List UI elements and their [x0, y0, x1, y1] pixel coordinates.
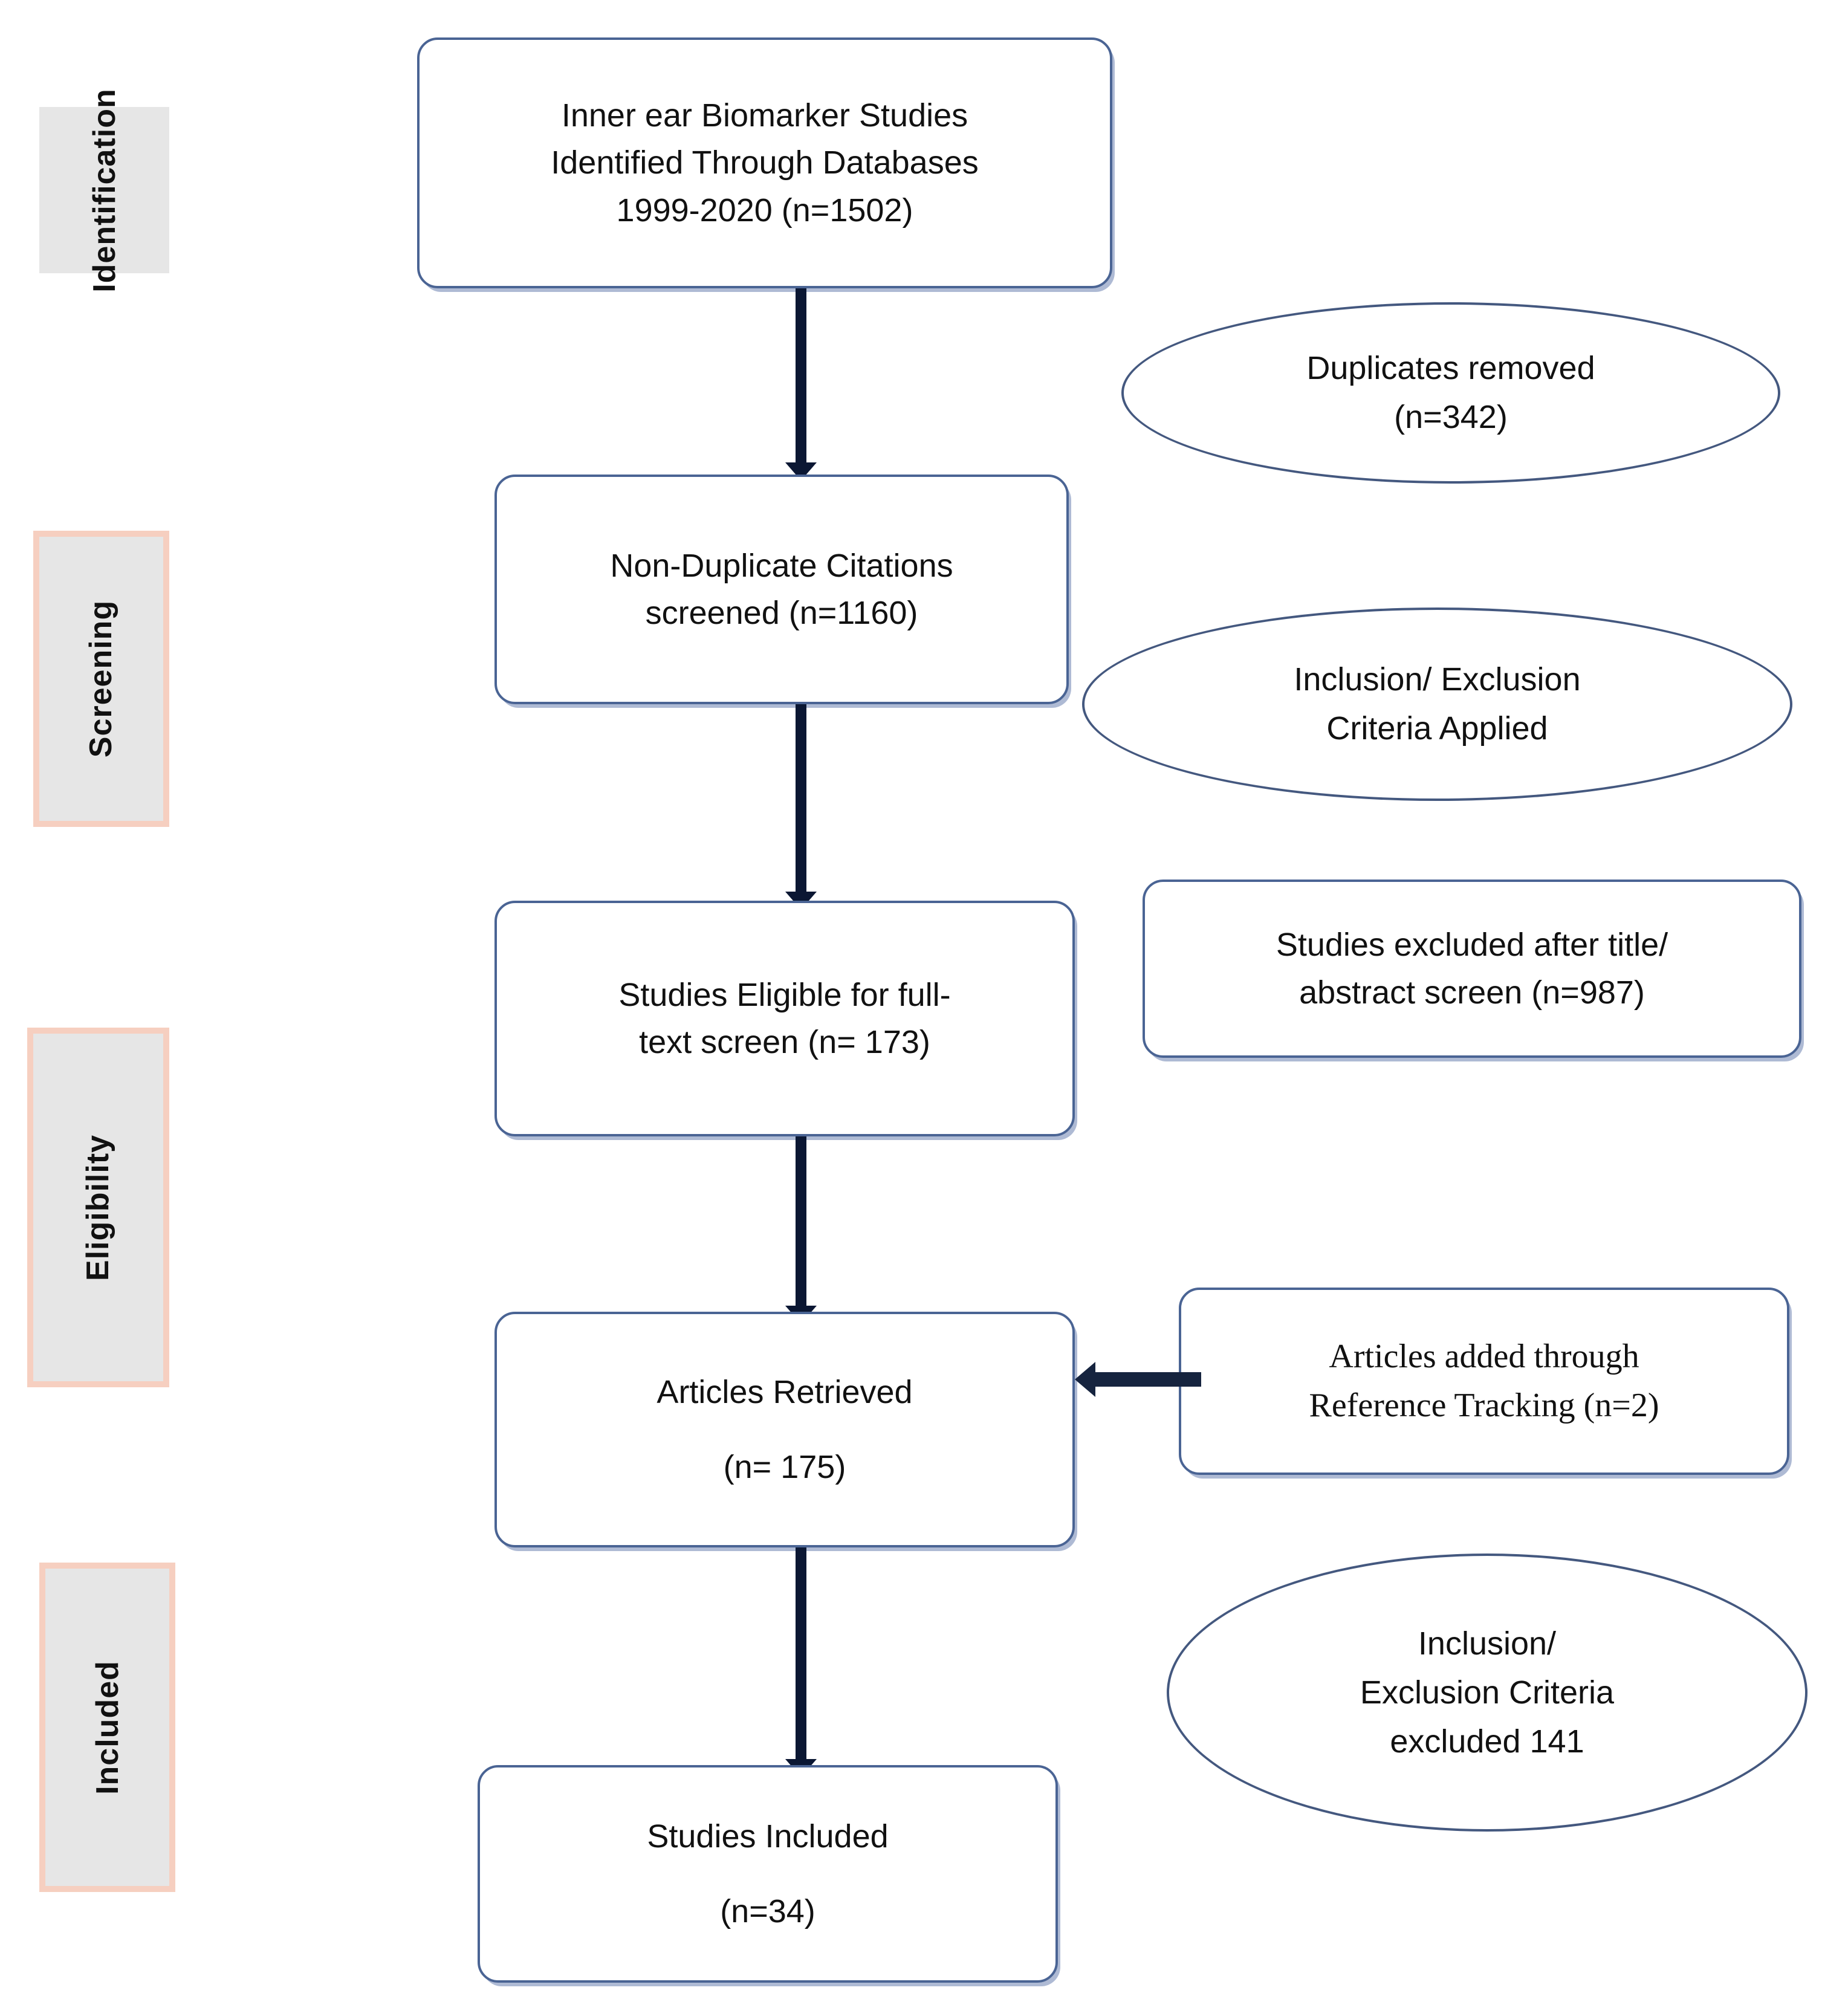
- node-studies-excluded-title-abstract: Studies excluded after title/ abstract s…: [1143, 880, 1801, 1058]
- node-articles-reference-tracking-line-1: Articles added through: [1329, 1337, 1639, 1375]
- ellipse-duplicates-removed: Duplicates removed (n=342): [1121, 302, 1780, 484]
- stage-included: Included: [39, 1563, 175, 1892]
- node-articles-retrieved-line-1: Articles Retrieved: [657, 1373, 913, 1410]
- stage-included-label: Included: [89, 1660, 125, 1795]
- node-studies-included-line-1: Studies Included: [647, 1818, 889, 1855]
- ellipse-criteria-applied-line-2: Criteria Applied: [1326, 710, 1548, 747]
- node-articles-retrieved-line-2: (n= 175): [723, 1449, 846, 1485]
- arrow-head: [1075, 1362, 1095, 1397]
- node-non-duplicate-citations: Non-Duplicate Citations screened (n=1160…: [494, 475, 1069, 704]
- stage-identification-label: Identification: [86, 88, 122, 293]
- node-non-duplicate-citations-line-1: Non-Duplicate Citations: [610, 547, 953, 584]
- node-studies-excluded-title-abstract-line-1: Studies excluded after title/: [1276, 927, 1668, 964]
- node-studies-included: Studies Included (n=34): [478, 1765, 1058, 1983]
- arrow-shaft: [796, 1136, 806, 1312]
- ellipse-duplicates-removed-line-1: Duplicates removed: [1306, 350, 1595, 386]
- node-studies-eligible-fulltext-line-1: Studies Eligible for full-: [618, 976, 951, 1013]
- node-studies-eligible-fulltext-line-2: text screen (n= 173): [639, 1024, 930, 1060]
- node-non-duplicate-citations-line-2: screened (n=1160): [645, 595, 918, 631]
- ellipse-criteria-excluded-line-2: Exclusion Criteria: [1360, 1674, 1615, 1711]
- ellipse-criteria-applied: Inclusion/ Exclusion Criteria Applied: [1082, 607, 1792, 801]
- ellipse-criteria-applied-line-1: Inclusion/ Exclusion: [1294, 661, 1581, 698]
- node-studies-eligible-fulltext: Studies Eligible for full- text screen (…: [494, 901, 1075, 1136]
- stage-screening: Screening: [33, 531, 169, 827]
- ellipse-criteria-excluded: Inclusion/ Exclusion Criteria excluded 1…: [1167, 1554, 1807, 1832]
- stage-identification: Identification: [39, 88, 169, 292]
- arrow-shaft: [796, 1547, 806, 1765]
- node-articles-reference-tracking: Articles added through Reference Trackin…: [1179, 1288, 1789, 1475]
- stage-screening-label: Screening: [83, 600, 119, 758]
- node-studies-identified-line-2: Identified Through Databases: [551, 144, 979, 181]
- node-studies-included-line-2: (n=34): [720, 1893, 815, 1929]
- arrow-shaft: [1095, 1372, 1201, 1387]
- ellipse-criteria-excluded-line-3: excluded 141: [1390, 1723, 1584, 1760]
- stage-eligibility: Eligibility: [27, 1028, 169, 1387]
- ellipse-duplicates-removed-line-2: (n=342): [1394, 399, 1508, 435]
- stage-eligibility-label: Eligibility: [80, 1134, 116, 1281]
- ellipse-criteria-excluded-line-1: Inclusion/: [1418, 1625, 1557, 1662]
- node-articles-retrieved: Articles Retrieved (n= 175): [494, 1312, 1075, 1547]
- node-studies-identified-line-1: Inner ear Biomarker Studies: [561, 97, 968, 134]
- arrow-shaft: [796, 704, 806, 898]
- node-studies-excluded-title-abstract-line-2: abstract screen (n=987): [1299, 974, 1645, 1011]
- node-studies-identified-line-3: 1999-2020 (n=1502): [616, 192, 913, 228]
- node-articles-reference-tracking-line-2: Reference Tracking (n=2): [1309, 1387, 1659, 1424]
- node-studies-identified: Inner ear Biomarker Studies Identified T…: [417, 37, 1112, 288]
- arrow-shaft: [796, 288, 806, 468]
